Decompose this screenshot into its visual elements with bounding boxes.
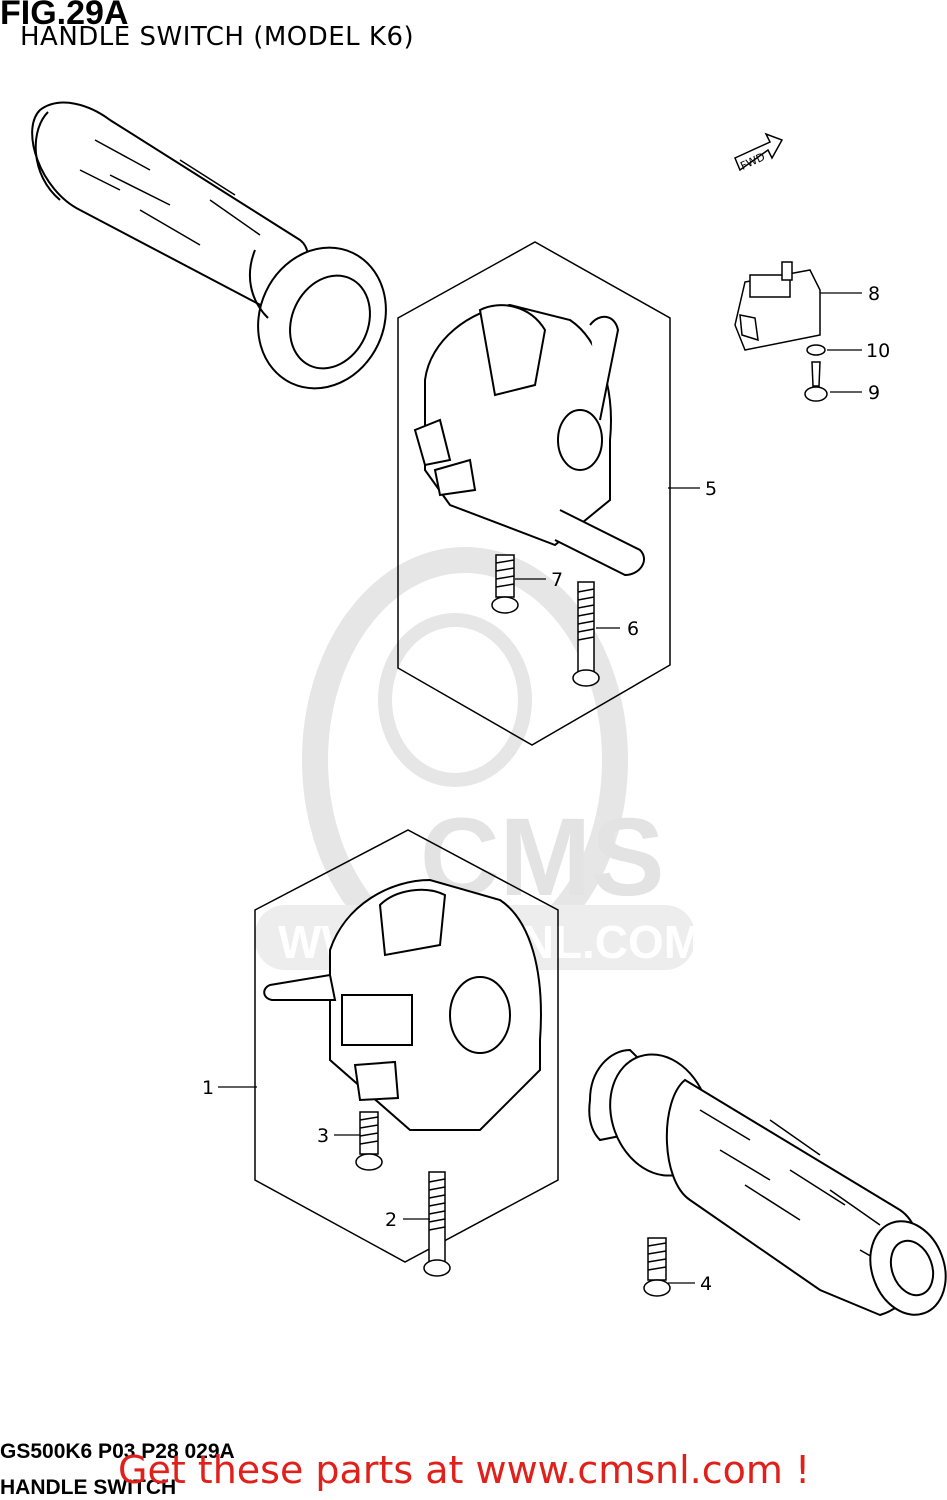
right-handle-switch (413, 303, 645, 577)
promo-link[interactable]: Get these parts at www.cmsnl.com ! (118, 1448, 811, 1492)
drawing-reference-code: GS500K6 P03 P28 029A (0, 1440, 235, 1463)
left-grip (31, 101, 387, 390)
screw-2 (423, 1171, 451, 1277)
figure-title: FIG.29A (0, 0, 129, 32)
drawing-reference-name: HANDLE SWITCH (0, 1476, 177, 1499)
callout-3: 3 (317, 1125, 329, 1147)
switch-8 (734, 261, 821, 351)
screw-3 (355, 1111, 383, 1171)
right-switch-box (397, 241, 671, 746)
callout-5: 5 (705, 478, 717, 500)
fwd-label: FWD (738, 150, 767, 173)
screw-7 (491, 554, 519, 614)
forward-arrow-icon: FWD (734, 132, 784, 173)
washer-10 (806, 344, 826, 356)
left-switch-box (254, 829, 559, 1263)
left-handle-switch (263, 878, 542, 1131)
screw-9 (804, 361, 828, 402)
callout-1: 1 (202, 1077, 214, 1099)
callout-8: 8 (868, 283, 880, 305)
callout-2: 2 (385, 1209, 397, 1231)
callout-10: 10 (866, 340, 890, 362)
right-grip (588, 1048, 947, 1317)
screw-6 (572, 581, 600, 687)
leader-lines (218, 292, 862, 1284)
callout-6: 6 (627, 618, 639, 640)
callout-4: 4 (700, 1273, 712, 1295)
screw-4 (643, 1237, 671, 1297)
figure-subtitle: HANDLE SWITCH (MODEL K6) (20, 22, 415, 52)
callout-9: 9 (868, 382, 880, 404)
callout-7: 7 (551, 569, 563, 591)
